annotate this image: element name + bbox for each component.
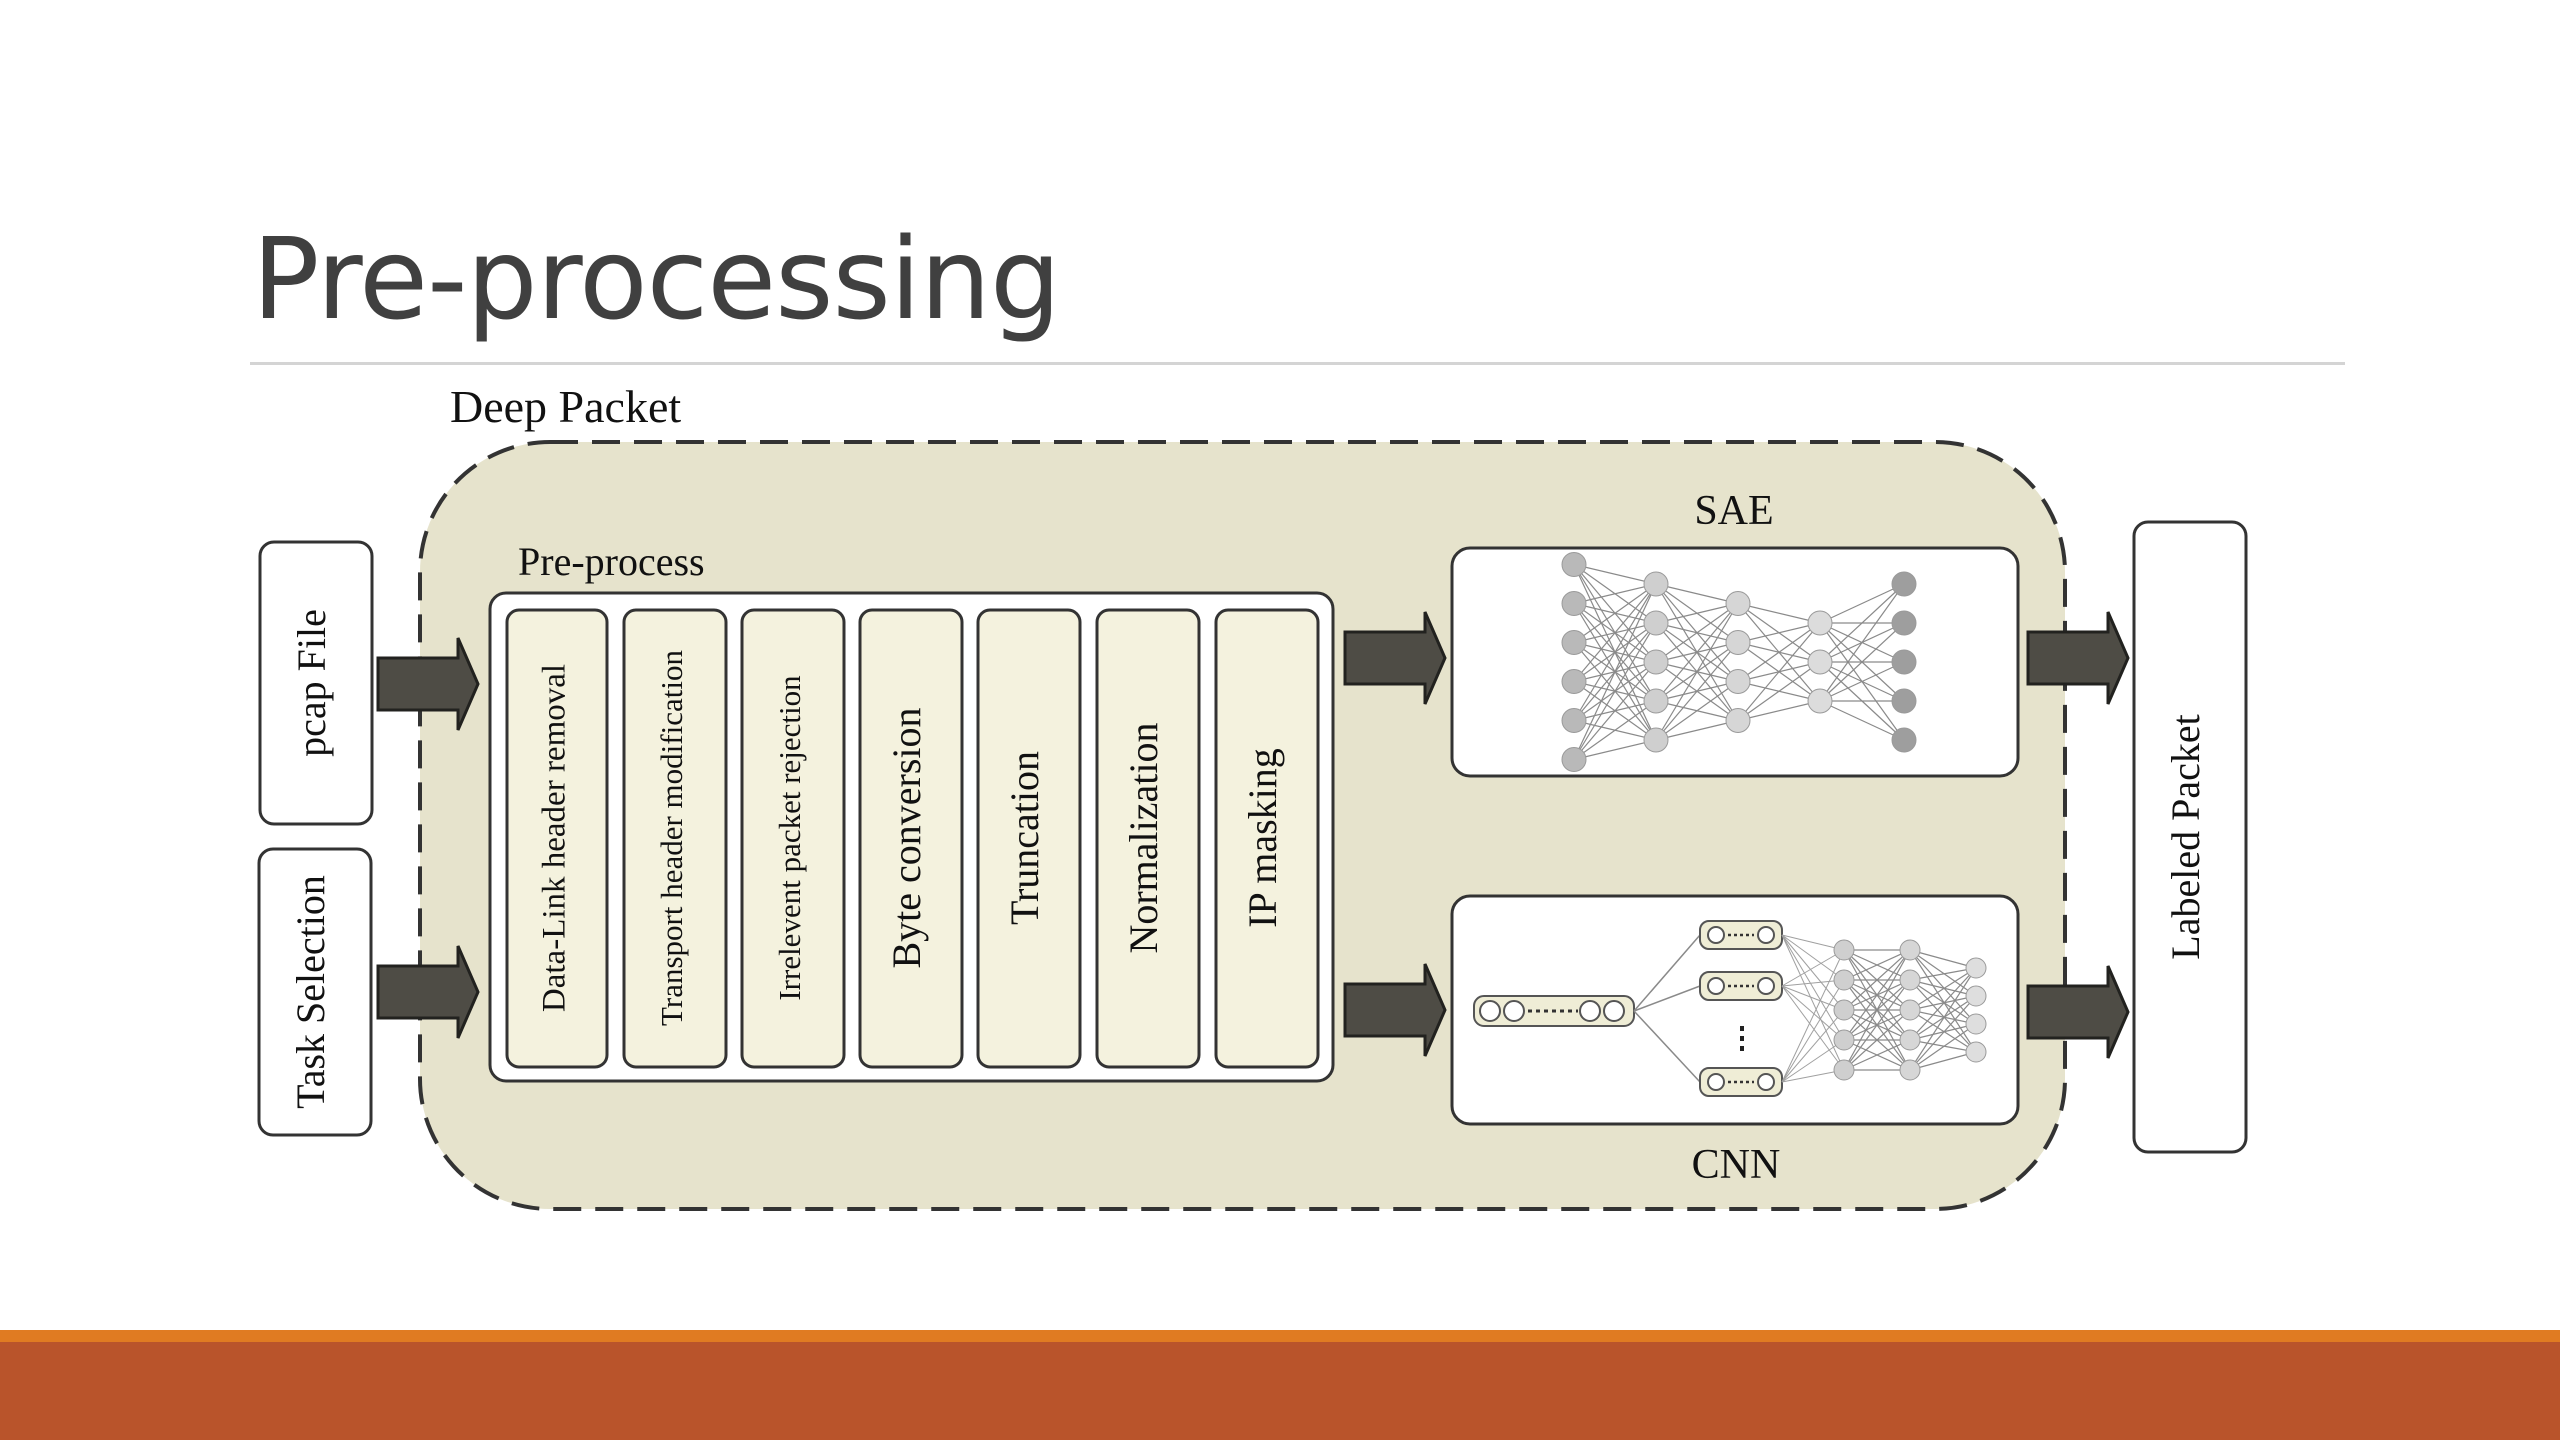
title-divider bbox=[250, 362, 2345, 365]
footer-accent-stripe bbox=[0, 1330, 2560, 1342]
network-node bbox=[1707, 977, 1725, 995]
footer-bar bbox=[0, 1342, 2560, 1440]
pcap-file-box bbox=[258, 540, 374, 826]
network-node bbox=[1807, 649, 1833, 675]
vertical-ellipsis-dot bbox=[1740, 1026, 1744, 1031]
network-node bbox=[1643, 571, 1669, 597]
network-node bbox=[1965, 1013, 1987, 1035]
step-label: Transport header modification bbox=[654, 650, 689, 1026]
network-node bbox=[1833, 939, 1855, 961]
cnn-box bbox=[1450, 894, 2020, 1126]
network-node bbox=[1643, 610, 1669, 636]
network-node bbox=[1891, 688, 1917, 714]
network-node bbox=[1899, 969, 1921, 991]
pcap-file-label: pcap File bbox=[289, 609, 334, 757]
network-node bbox=[1965, 985, 1987, 1007]
step-box bbox=[740, 608, 846, 1069]
network-node bbox=[1891, 610, 1917, 636]
step-label: IP masking bbox=[1240, 748, 1285, 928]
network-node bbox=[1603, 1000, 1625, 1022]
network-node bbox=[1891, 571, 1917, 597]
network-node bbox=[1899, 999, 1921, 1021]
network-node bbox=[1833, 969, 1855, 991]
step-label: Byte conversion bbox=[884, 707, 929, 968]
sae-label: SAE bbox=[1694, 488, 1773, 534]
vertical-ellipsis-dot bbox=[1740, 1046, 1744, 1051]
network-node bbox=[1561, 669, 1587, 694]
network-node bbox=[1579, 1000, 1601, 1022]
network-node bbox=[1561, 708, 1587, 733]
cnn-network-graphic bbox=[1473, 920, 1987, 1097]
network-node bbox=[1643, 688, 1669, 714]
network-node bbox=[1643, 649, 1669, 675]
network-node bbox=[1757, 926, 1775, 944]
network-node bbox=[1757, 977, 1775, 995]
vertical-ellipsis-dot bbox=[1740, 1036, 1744, 1041]
network-node bbox=[1757, 1073, 1775, 1091]
step-box bbox=[1214, 608, 1320, 1069]
deep-packet-label: Deep Packet bbox=[450, 381, 681, 432]
step-box bbox=[622, 608, 728, 1069]
network-node bbox=[1891, 649, 1917, 675]
network-node bbox=[1561, 630, 1587, 655]
network-node bbox=[1965, 957, 1987, 979]
sae-network-graphic bbox=[1561, 552, 1917, 772]
step-label: Normalization bbox=[1121, 722, 1166, 953]
network-node bbox=[1643, 727, 1669, 753]
network-node bbox=[1725, 591, 1751, 616]
preprocess-steps: Data-Link header removal Transport heade… bbox=[505, 608, 1320, 1069]
network-node bbox=[1503, 1000, 1525, 1022]
network-node bbox=[1561, 747, 1587, 772]
task-selection-label: Task Selection bbox=[288, 875, 333, 1109]
labeled-packet-label: Labeled Packet bbox=[2163, 714, 2208, 959]
network-node bbox=[1965, 1041, 1987, 1063]
step-box bbox=[858, 608, 964, 1069]
network-node bbox=[1725, 630, 1751, 655]
sae-box bbox=[1450, 546, 2020, 778]
network-node bbox=[1899, 1059, 1921, 1081]
network-node bbox=[1707, 1073, 1725, 1091]
network-node bbox=[1833, 999, 1855, 1021]
step-label: Irrelevent packet rejection bbox=[772, 675, 807, 1001]
network-node bbox=[1707, 926, 1725, 944]
step-box bbox=[1095, 608, 1201, 1069]
labeled-packet-box bbox=[2132, 520, 2248, 1154]
network-node bbox=[1807, 610, 1833, 636]
slide-title: Pre-processing bbox=[252, 215, 1061, 345]
network-node bbox=[1807, 688, 1833, 714]
network-node bbox=[1479, 1000, 1501, 1022]
network-node bbox=[1725, 669, 1751, 694]
task-selection-box bbox=[257, 847, 373, 1137]
network-node bbox=[1833, 1029, 1855, 1051]
step-label: Data-Link header removal bbox=[537, 664, 573, 1012]
network-node bbox=[1899, 1029, 1921, 1051]
network-node bbox=[1891, 727, 1917, 753]
network-node bbox=[1561, 591, 1587, 616]
network-node bbox=[1561, 552, 1587, 577]
cnn-label: CNN bbox=[1692, 1142, 1781, 1188]
network-node bbox=[1899, 939, 1921, 961]
network-node bbox=[1725, 708, 1751, 733]
step-box bbox=[976, 608, 1082, 1069]
step-label: Truncation bbox=[1002, 751, 1047, 925]
preprocess-label: Pre-process bbox=[518, 539, 705, 584]
network-node bbox=[1833, 1059, 1855, 1081]
step-box bbox=[505, 608, 609, 1069]
